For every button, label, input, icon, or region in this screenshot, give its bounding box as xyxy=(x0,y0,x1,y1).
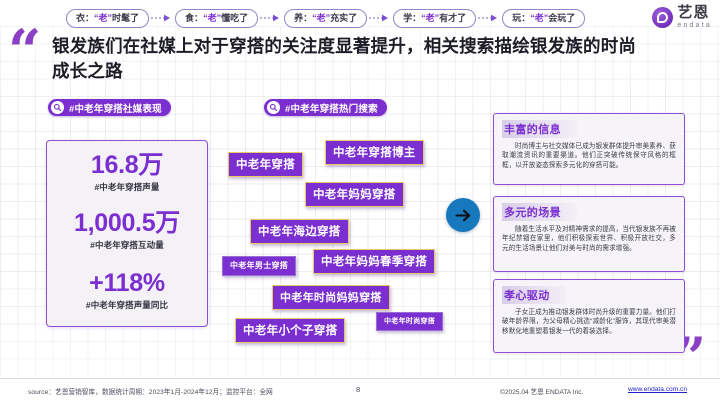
breadcrumb-prefix: 玩： xyxy=(512,12,531,23)
info-card-rich-information: 丰富的信息 时尚博主与社交媒体已成为银发群体提升审美素养、获取潮流资讯的重要渠道… xyxy=(493,113,685,185)
section-tag-social-performance: #中老年穿搭社媒表现 xyxy=(48,99,171,116)
info-card-body: 时尚博主与社交媒体已成为银发群体提升审美素养、获取潮流资讯的重要渠道。他们正突破… xyxy=(502,143,676,169)
breadcrumb-suffix: 会玩了 xyxy=(548,12,576,23)
breadcrumb-keyword: “老” xyxy=(530,12,549,23)
stat-caption: #中老年穿搭互动量 xyxy=(90,240,164,250)
section-tag-label: #中老年穿搭热门搜索 xyxy=(285,103,378,115)
footer-source: source：艺恩营销智库，数据统计周期：2023年1月-2024年12月；监控… xyxy=(28,389,273,396)
breadcrumb-arrow-icon xyxy=(367,12,393,24)
breadcrumb-arrow-icon xyxy=(258,12,284,24)
breadcrumb-item-3[interactable]: 养：“老”充实了 xyxy=(284,8,368,28)
stat-value: +118% xyxy=(89,269,165,297)
brand-name-cn: 艺恩 xyxy=(677,4,710,21)
page-number: 8 xyxy=(356,385,361,394)
stat-item: 1,000.5万 #中老年穿搭互动量 xyxy=(47,209,207,251)
breadcrumb-item-1[interactable]: 衣：“老”时髦了 xyxy=(66,8,150,28)
breadcrumb-prefix: 食： xyxy=(185,12,204,23)
info-card-title: 孝心驱动 xyxy=(502,286,566,304)
info-card-diverse-scenarios: 多元的场景 随着生活水平及对精神需求的提高，当代银发族不再被年纪禁锢在家里，他们… xyxy=(493,196,685,272)
info-card-filial-piety: 孝心驱动 子女正成为推动银发群体时尚升级的重要力量。他们打破年龄界限，为父母精心… xyxy=(493,279,685,353)
breadcrumb-item-4[interactable]: 学：“老”有才了 xyxy=(393,8,477,28)
stat-caption: #中老年穿搭声量 xyxy=(94,182,160,192)
breadcrumb-keyword: “老” xyxy=(312,12,331,23)
breadcrumb-suffix: 时髦了 xyxy=(112,12,140,23)
section-tag-label: #中老年穿搭社媒表现 xyxy=(69,103,162,115)
keyword-tag[interactable]: 中老年小个子穿搭 xyxy=(235,318,346,343)
breadcrumb: 衣：“老”时髦了食：“老”懂吃了养：“老”充实了学：“老”有才了玩：“老”会玩了 xyxy=(66,8,646,28)
arrow-right-icon xyxy=(446,198,480,232)
brand-logo-text: 艺恩 endata xyxy=(677,5,712,29)
search-icon xyxy=(267,101,280,114)
breadcrumb-arrow-icon xyxy=(476,12,502,24)
search-icon xyxy=(51,101,64,114)
section-tag-hot-search: #中老年穿搭热门搜索 xyxy=(264,99,387,116)
footer-website-link[interactable]: www.endata.com.cn xyxy=(628,386,688,393)
footer: source：艺恩营销智库，数据统计周期：2023年1月-2024年12月；监控… xyxy=(0,378,720,405)
breadcrumb-suffix: 懂吃了 xyxy=(221,12,249,23)
stat-item: 16.8万 #中老年穿搭声量 xyxy=(47,151,207,193)
breadcrumb-prefix: 学： xyxy=(403,12,422,23)
breadcrumb-keyword: “老” xyxy=(203,12,222,23)
breadcrumb-prefix: 养： xyxy=(294,12,313,23)
breadcrumb-item-5[interactable]: 玩：“老”会玩了 xyxy=(502,8,586,28)
keyword-tag[interactable]: 中老年穿搭 xyxy=(228,152,303,177)
breadcrumb-item-2[interactable]: 食：“老”懂吃了 xyxy=(175,8,259,28)
endata-logo-icon xyxy=(652,6,674,28)
info-card-body: 子女正成为推动银发群体时尚升级的重要力量。他们打破年龄界限，为父母精心挑选“减龄… xyxy=(502,309,676,335)
breadcrumb-prefix: 衣： xyxy=(76,12,95,23)
keyword-tag[interactable]: 中老年时尚穿搭 xyxy=(376,312,444,331)
info-card-title: 丰富的信息 xyxy=(502,120,577,138)
keyword-tag[interactable]: 中老年男士穿搭 xyxy=(222,256,297,276)
brand-logo: 艺恩 endata xyxy=(652,5,712,29)
keyword-tag[interactable]: 中老年妈妈穿搭 xyxy=(305,182,404,207)
stat-item: +118% #中老年穿搭声量同比 xyxy=(47,269,207,311)
quote-open-glyph: “ xyxy=(8,17,42,85)
keyword-tag[interactable]: 中老年时尚妈妈穿搭 xyxy=(272,285,390,310)
page-title: 银发族们在社媒上对于穿搭的关注度显著提升，相关搜索描绘银发族的时尚成长之路 xyxy=(52,36,637,81)
stat-value: 1,000.5万 xyxy=(73,209,180,237)
keyword-tag[interactable]: 中老年妈妈春季穿搭 xyxy=(313,249,436,274)
breadcrumb-arrow-icon xyxy=(149,12,175,24)
info-card-title: 多元的场景 xyxy=(502,203,577,221)
breadcrumb-suffix: 充实了 xyxy=(330,12,358,23)
breadcrumb-suffix: 有才了 xyxy=(439,12,467,23)
keyword-tag[interactable]: 中老年海边穿搭 xyxy=(250,219,349,244)
stat-value: 16.8万 xyxy=(90,151,164,179)
footer-copyright: ©2025.04 艺恩 ENDATA Inc. xyxy=(500,389,584,396)
brand-name-en: endata xyxy=(677,22,712,29)
breadcrumb-keyword: “老” xyxy=(94,12,113,23)
stats-panel: 16.8万 #中老年穿搭声量 1,000.5万 #中老年穿搭互动量 +118% … xyxy=(46,140,208,327)
keyword-tag[interactable]: 中老年穿搭博主 xyxy=(325,140,424,165)
info-card-body: 随着生活水平及对精神需求的提高，当代银发族不再被年纪禁锢在家里，他们积极探索世界… xyxy=(502,226,676,252)
stat-caption: #中老年穿搭声量同比 xyxy=(85,300,169,310)
breadcrumb-keyword: “老” xyxy=(421,12,440,23)
